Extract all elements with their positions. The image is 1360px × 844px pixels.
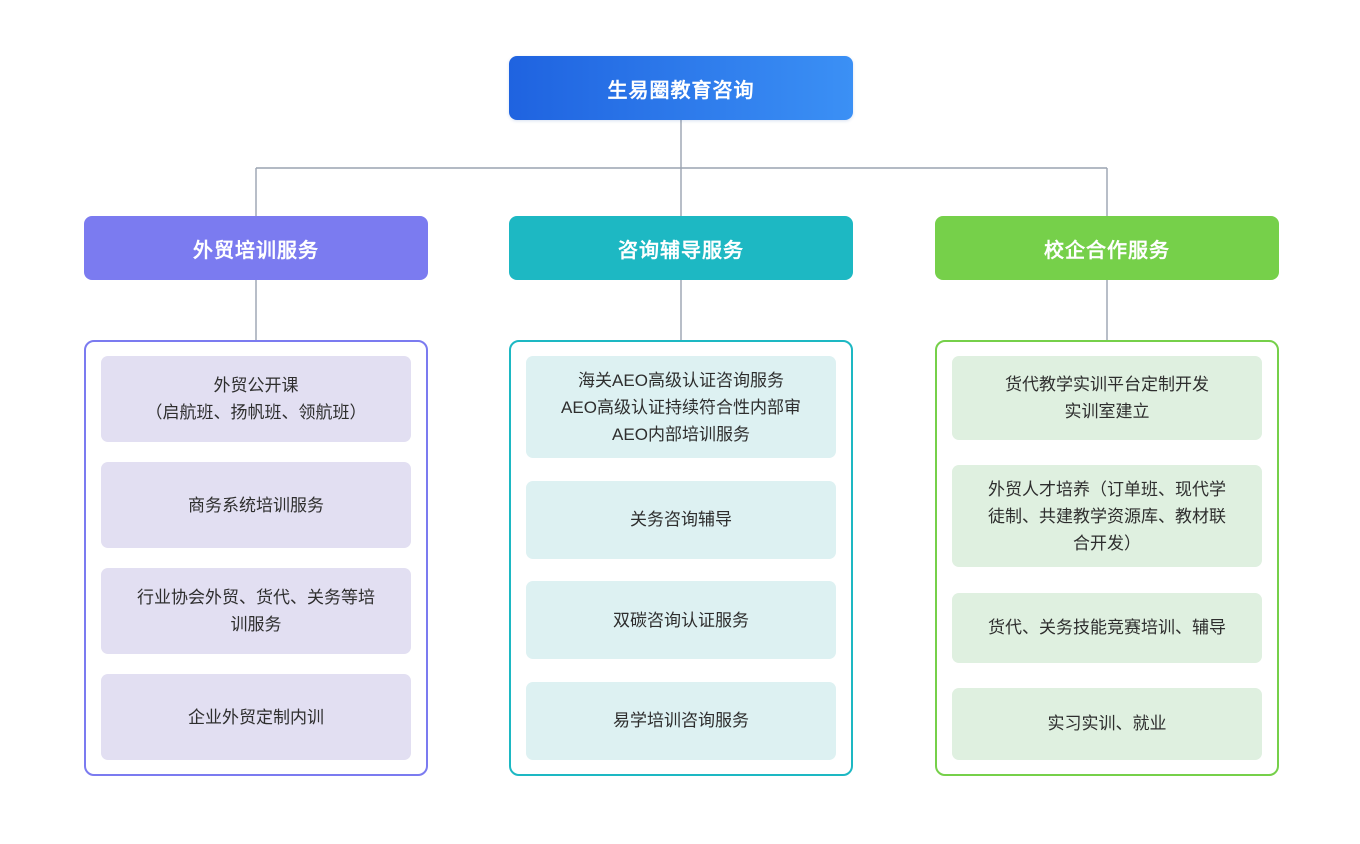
list-item[interactable]: 货代、关务技能竞赛培训、辅导 [952, 592, 1262, 663]
list-item[interactable]: 企业外贸定制内训 [101, 674, 411, 760]
branch-header-2[interactable]: 校企合作服务 [935, 216, 1279, 280]
branch-group-box-0: 外贸公开课 （启航班、扬帆班、领航班） 商务系统培训服务 行业协会外贸、货代、关… [84, 340, 428, 776]
list-item-label: 行业协会外贸、货代、关务等培 训服务 [137, 588, 375, 634]
list-item[interactable]: 外贸公开课 （启航班、扬帆班、领航班） [101, 356, 411, 442]
branch-header-label-1: 咨询辅导服务 [618, 239, 744, 262]
list-item-label: 外贸人才培养（订单班、现代学 徒制、共建教学资源库、教材联 合开发） [988, 479, 1226, 553]
branch-header-0[interactable]: 外贸培训服务 [84, 216, 428, 280]
branch-header-label-0: 外贸培训服务 [193, 239, 319, 262]
list-item-label: 货代、关务技能竞赛培训、辅导 [988, 618, 1226, 638]
list-item[interactable]: 行业协会外贸、货代、关务等培 训服务 [101, 568, 411, 654]
list-item-label: 企业外贸定制内训 [188, 707, 324, 727]
list-item-label: 实习实训、就业 [1047, 714, 1167, 734]
list-item-label: 关务咨询辅导 [630, 510, 732, 530]
list-item-label: 货代教学实训平台定制开发 实训室建立 [1005, 375, 1209, 421]
list-item[interactable]: 易学培训咨询服务 [526, 681, 836, 760]
list-item-label: 双碳咨询认证服务 [613, 610, 749, 630]
branch-header-1[interactable]: 咨询辅导服务 [509, 216, 853, 280]
list-item[interactable]: 外贸人才培养（订单班、现代学 徒制、共建教学资源库、教材联 合开发） [952, 465, 1262, 568]
list-item[interactable]: 实习实训、就业 [952, 687, 1262, 760]
list-item-label: 易学培训咨询服务 [613, 711, 749, 731]
branch-header-label-2: 校企合作服务 [1044, 239, 1170, 262]
list-item[interactable]: 关务咨询辅导 [526, 480, 836, 559]
list-item[interactable]: 海关AEO高级认证咨询服务 AEO高级认证持续符合性内部审 AEO内部培训服务 [526, 356, 836, 458]
branch-group-box-1: 海关AEO高级认证咨询服务 AEO高级认证持续符合性内部审 AEO内部培训服务 … [509, 340, 853, 776]
list-item-label: 海关AEO高级认证咨询服务 AEO高级认证持续符合性内部审 AEO内部培训服务 [561, 370, 801, 444]
root-node-label: 生易圈教育咨询 [607, 79, 755, 102]
list-item-label: 商务系统培训服务 [188, 495, 324, 515]
list-item[interactable]: 货代教学实训平台定制开发 实训室建立 [952, 356, 1262, 440]
root-node[interactable]: 生易圈教育咨询 [509, 56, 853, 120]
list-item[interactable]: 商务系统培训服务 [101, 462, 411, 548]
list-item[interactable]: 双碳咨询认证服务 [526, 581, 836, 660]
list-item-label: 外贸公开课 （启航班、扬帆班、领航班） [145, 376, 367, 422]
branch-group-box-2: 货代教学实训平台定制开发 实训室建立 外贸人才培养（订单班、现代学 徒制、共建教… [935, 340, 1279, 776]
